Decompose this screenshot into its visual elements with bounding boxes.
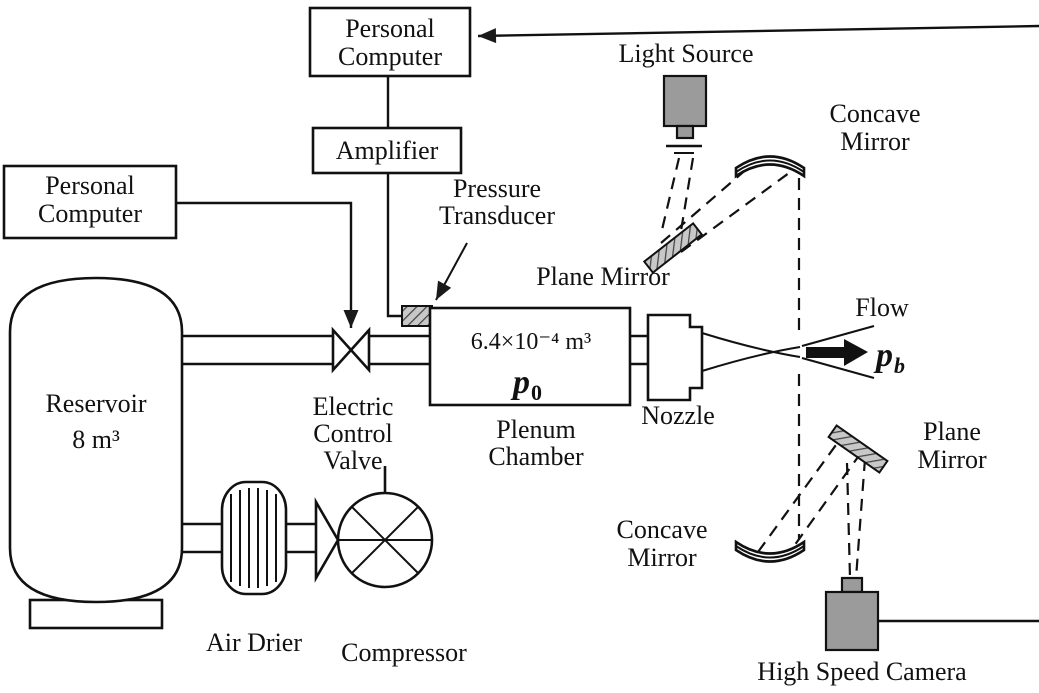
plenum-label-line1: Plenum [496,415,575,444]
pc-left-box [2,164,178,240]
reservoir-tank [8,276,184,604]
signal-wire-to-pc [477,24,1039,44]
back-pressure-symbol: p [873,337,893,374]
plane-mirror-top-label: Plane Mirror [536,262,670,291]
pc-top-label-line2: Computer [338,42,442,71]
light-source-lens [666,144,702,154]
nozzle-block [646,313,704,402]
pressure-transducer-pointer-arrow [435,242,468,301]
plenum-label-line2: Chamber [488,442,584,471]
valve-label-line2: Control [313,419,392,448]
jet-boundary-lower [801,357,875,379]
plane-mirror-right-label-line1: Plane [923,417,981,446]
light-source-neck [675,124,695,140]
air-drier-label: Air Drier [206,628,302,657]
concave-mirror-bottom-label-line2: Mirror [627,543,697,572]
flow-label: Flow [855,293,909,322]
pc-left-label-line1: Personal [45,171,135,200]
plenum-pressure-symbol: p [510,364,530,401]
concave-mirror-bottom [734,539,806,563]
nozzle-label: Nozzle [641,401,715,430]
light-source-label: Light Source [618,39,753,68]
concave-mirror-top-label-line2: Mirror [840,127,910,156]
flow-arrow [806,339,868,366]
camera-label: High Speed Camera [757,657,967,686]
concave-mirror-top [734,155,806,179]
compressor [314,466,434,589]
plenum-pressure-subscript: 0 [531,380,542,405]
concave-mirror-bottom-label-line1: Concave [617,515,708,544]
compressor-impeller [338,506,432,574]
plane-mirror-right-label-line2: Mirror [917,445,987,474]
electric-control-valve [331,326,371,374]
pressure-transducer-label-line1: Pressure [453,174,541,203]
pressure-transducer [401,305,433,327]
amplifier-box [311,126,463,175]
plane-mirror-top [642,221,704,275]
light-beam-rays [659,157,867,579]
valve-label-line1: Electric [313,392,394,421]
pressure-transducer-label-line2: Transducer [439,201,555,230]
back-pressure-subscript: b [894,353,905,378]
amplifier-to-transducer-wire [386,173,402,318]
reservoir-label-line2: 8 m³ [72,425,120,454]
valve-label-line3: Valve [323,446,382,475]
plane-mirror-right [827,424,889,474]
nozzle-contour-upper [701,332,801,358]
light-source-body [662,74,708,128]
concave-mirror-top-label-line1: Concave [830,99,921,128]
compressor-label: Compressor [341,638,467,667]
pipe-reservoir-to-plenum [182,334,430,366]
nozzle-contour-lower [701,346,801,372]
reservoir-base [28,598,164,630]
camera-lens-mount [840,576,864,594]
camera-body [824,590,880,652]
pc-top-box [308,6,472,78]
nozzle-pipe [630,334,648,366]
pc-left-label-line2: Computer [38,199,142,228]
plenum-chamber-box [428,306,632,407]
pipe-reservoir-to-compressor [182,522,316,554]
amplifier-label: Amplifier [336,136,439,165]
air-drier [220,480,288,596]
air-drier-fins [230,488,277,588]
pc-top-label-line1: Personal [345,14,435,43]
jet-boundary-upper [801,325,875,347]
reservoir-label-line1: Reservoir [45,389,146,418]
plenum-volume: 6.4×10⁻⁴ m³ [471,329,591,355]
pc-to-valve-wire [176,201,359,328]
